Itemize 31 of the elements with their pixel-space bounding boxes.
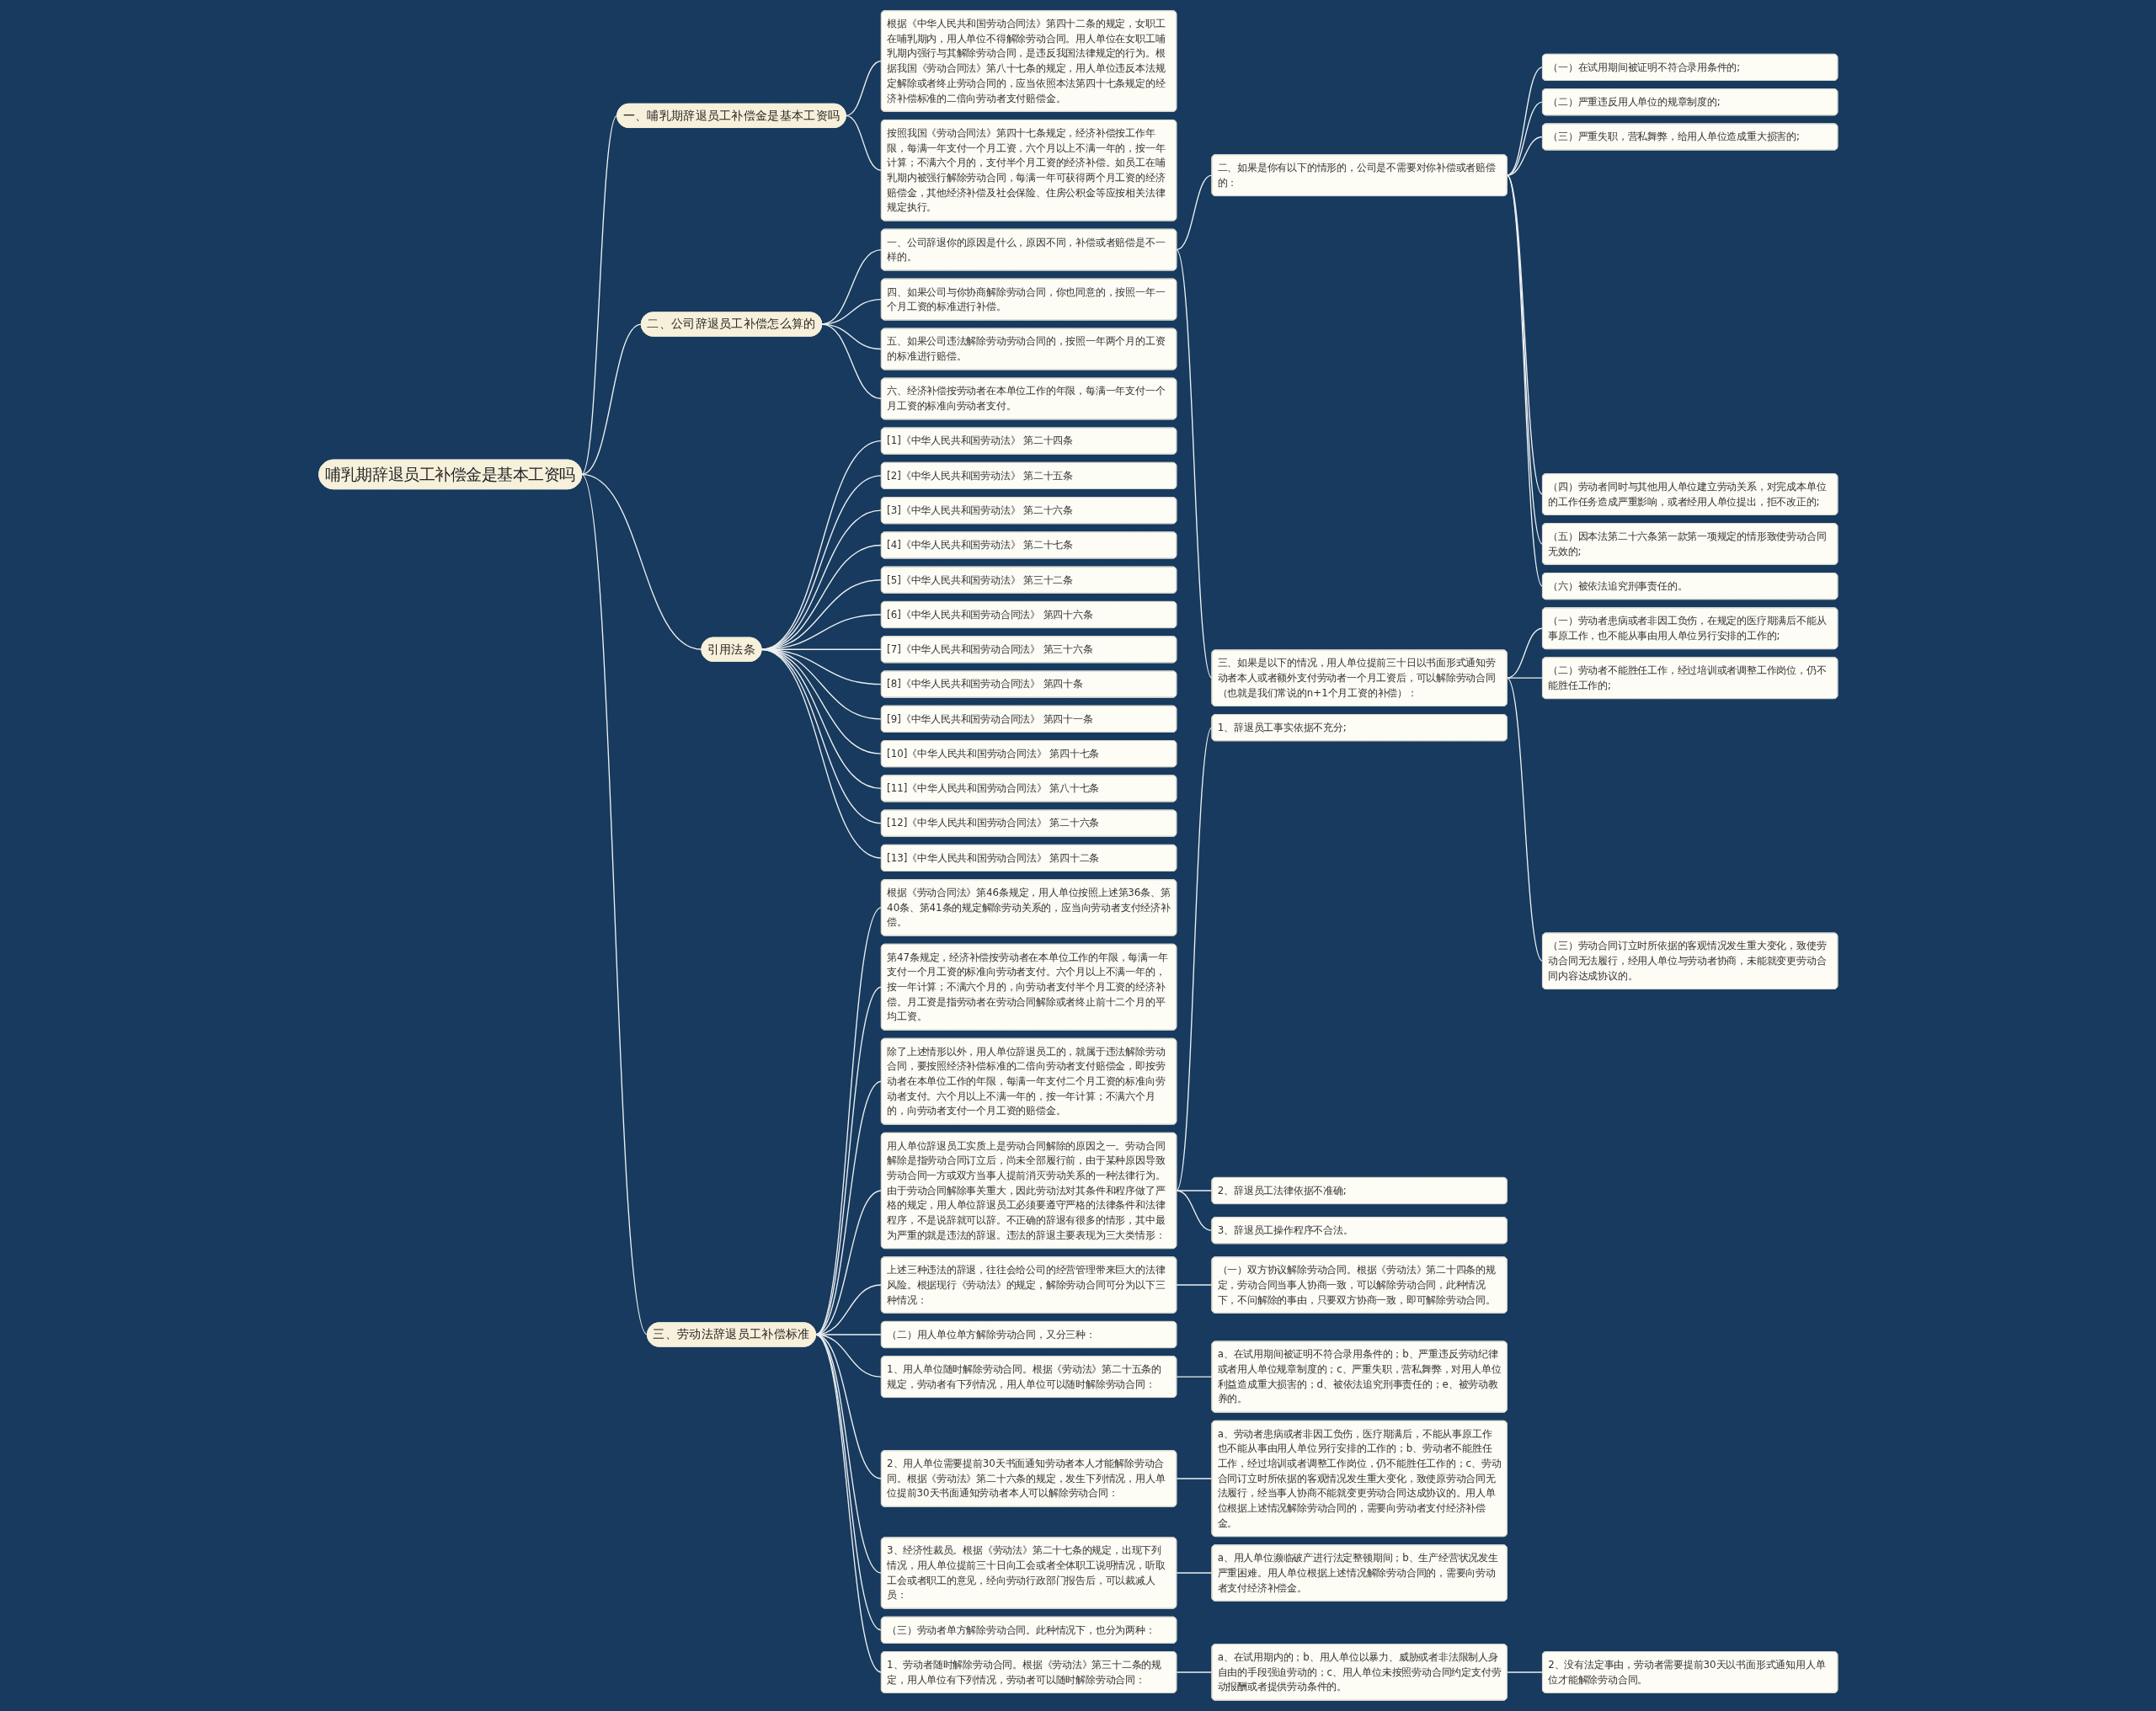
connector bbox=[760, 648, 882, 859]
connector bbox=[1175, 174, 1213, 251]
connector bbox=[1506, 627, 1543, 679]
connector bbox=[580, 473, 648, 1335]
connector bbox=[1506, 67, 1543, 176]
connector bbox=[760, 440, 882, 650]
connector bbox=[845, 60, 882, 117]
connector bbox=[1175, 727, 1213, 1191]
connector bbox=[1175, 1671, 1213, 1673]
connector bbox=[1175, 1190, 1213, 1231]
connector bbox=[814, 1334, 882, 1574]
connector bbox=[1175, 1572, 1213, 1574]
connector bbox=[1175, 1478, 1213, 1479]
connector bbox=[580, 115, 618, 476]
connector bbox=[1506, 677, 1543, 962]
connector bbox=[1175, 1284, 1213, 1286]
connector bbox=[1506, 136, 1543, 176]
connector bbox=[820, 323, 882, 400]
connector bbox=[760, 475, 882, 650]
connector bbox=[1506, 1671, 1543, 1673]
connector bbox=[1506, 101, 1543, 176]
connector bbox=[845, 115, 882, 171]
connector bbox=[760, 579, 882, 650]
connector bbox=[1175, 248, 1213, 679]
connector bbox=[580, 473, 702, 650]
connector bbox=[760, 509, 882, 650]
connector bbox=[580, 323, 642, 476]
connector bbox=[1506, 677, 1543, 679]
connector bbox=[1175, 1190, 1213, 1191]
connector bbox=[760, 544, 882, 650]
connector bbox=[1175, 1376, 1213, 1378]
